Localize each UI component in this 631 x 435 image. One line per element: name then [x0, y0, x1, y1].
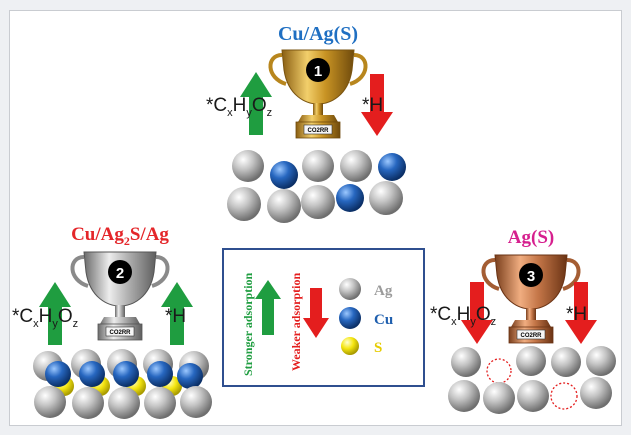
cu-atom: [113, 361, 139, 387]
legend-box: Stronger adsorption Weaker adsorption Ag…: [222, 248, 425, 387]
ag-atom: [580, 377, 612, 409]
arrow-up-green-icon: [255, 280, 281, 335]
panel-title-ag-s: Ag(S): [508, 227, 554, 248]
adsorbate-label-h: *H: [362, 95, 383, 116]
ag-atom: [302, 150, 334, 182]
silver-trophy-icon: CO2RR 2: [70, 251, 170, 341]
legend-s-label: S: [374, 340, 382, 356]
arrow-up-green-icon: [161, 282, 193, 345]
ag-atom: [369, 181, 403, 215]
bronze-trophy-icon: CO2RR 3: [481, 254, 581, 344]
cu-atom: [79, 361, 105, 387]
ag-atom: [34, 386, 66, 418]
atom-surface-cu-ag-s: [227, 150, 406, 223]
rank-number: 1: [314, 63, 322, 80]
ag-atom: [451, 347, 481, 377]
legend-cu-atom: [339, 307, 361, 329]
ag-atom: [180, 386, 212, 418]
atom-surface-ag-s: [448, 346, 616, 414]
ag-atom: [144, 387, 176, 419]
vacancy-site: [486, 358, 512, 384]
arrow-up-green-icon: [39, 282, 71, 345]
ag-atom: [301, 185, 335, 219]
cu-atom: [177, 363, 203, 389]
ag-atom: [551, 347, 581, 377]
adsorbate-label-h: *H: [165, 306, 186, 327]
arrow-down-red-icon: [461, 282, 493, 344]
ag-atom: [72, 387, 104, 419]
adsorbate-label-cxhyoz: *CxHyOz: [430, 304, 496, 328]
arrow-up-green-icon: [240, 72, 272, 135]
co2rr-badge: CO2RR: [109, 330, 131, 336]
rank-number: 2: [116, 265, 124, 282]
rank-number: 3: [527, 268, 535, 285]
ag-atom: [340, 150, 372, 182]
ag-atom: [586, 346, 616, 376]
adsorbate-label-cxhyoz: *CxHyOz: [12, 306, 78, 330]
ag-atom: [267, 189, 301, 223]
panel-title-cu-ag2s-ag: Cu/Ag2S/Ag: [71, 224, 169, 248]
legend-ag-atom: [339, 278, 361, 300]
arrow-down-red-icon: [565, 282, 597, 344]
ag-atom: [483, 382, 515, 414]
co2rr-badge: CO2RR: [520, 333, 542, 339]
ag-atom: [516, 346, 546, 376]
atom-surface-cu-ag2s-ag: [33, 349, 212, 419]
legend-weaker-adsorption: Weaker adsorption: [289, 273, 303, 371]
panel-cu-ag-s: Cu/Ag(S) CO2RR 1 *CxHyOz *H: [206, 23, 406, 223]
legend-cu-label: Cu: [374, 312, 393, 328]
arrow-down-red-icon: [361, 74, 393, 136]
ag-atom: [108, 387, 140, 419]
cu-atom: [336, 184, 364, 212]
co2rr-badge: CO2RR: [307, 128, 329, 134]
vacancy-site: [550, 382, 578, 410]
legend-ag-label: Ag: [374, 283, 393, 299]
legend-s-atom: [341, 337, 359, 355]
cu-atom: [270, 161, 298, 189]
ag-atom: [448, 380, 480, 412]
adsorbate-label-cxhyoz: *CxHyOz: [206, 95, 272, 119]
cu-atom: [378, 153, 406, 181]
arrow-down-red-icon: [303, 288, 329, 338]
cu-atom: [147, 361, 173, 387]
ag-atom: [232, 150, 264, 182]
gold-trophy-icon: CO2RR 1: [268, 49, 368, 139]
ag-atom: [227, 187, 261, 221]
legend-stronger-adsorption: Stronger adsorption: [241, 272, 255, 376]
panel-title-cu-ag-s: Cu/Ag(S): [278, 23, 358, 45]
ag-atom: [517, 380, 549, 412]
panel-ag-s: Ag(S) CO2RR 3 *CxHyOz *H: [430, 227, 616, 414]
panel-cu-ag2s-ag: Cu/Ag2S/Ag CO2RR 2 *CxHyOz *H: [12, 224, 212, 419]
adsorbate-label-h: *H: [566, 304, 587, 325]
cu-atom: [45, 361, 71, 387]
